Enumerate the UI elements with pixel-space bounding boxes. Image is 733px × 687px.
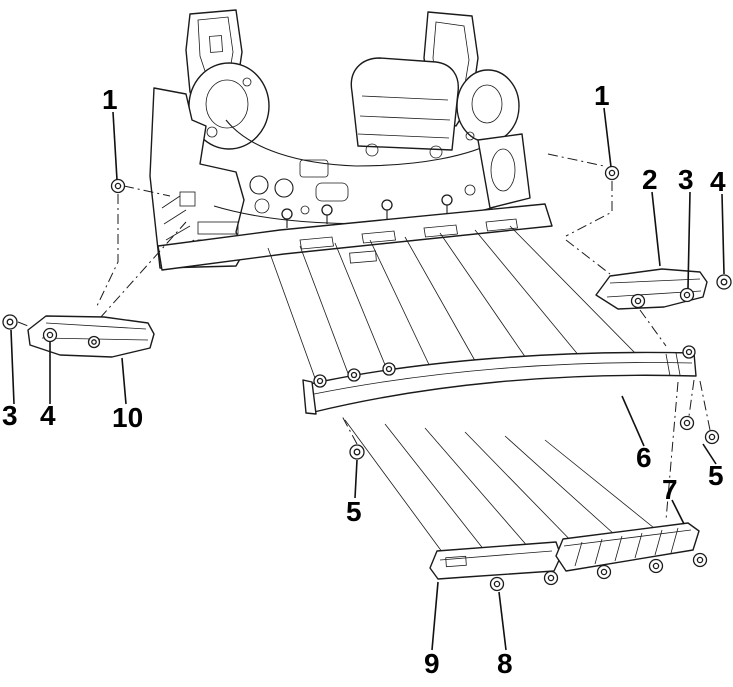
screw-1-right [604, 165, 620, 181]
callout-5-center: 5 [346, 496, 362, 527]
projection-lines [267, 225, 665, 561]
callout-4-left: 4 [40, 400, 56, 431]
callout-10: 10 [112, 402, 144, 433]
screw-4-left [42, 327, 58, 343]
callout-leader-lines [10, 107, 725, 651]
callout-5-right: 5 [708, 460, 724, 491]
assembly-reference-lines [17, 153, 711, 521]
vehicle-rear-structure [149, 9, 553, 271]
cross-member-studs [281, 194, 453, 228]
screw-3-right [630, 287, 695, 309]
callout-1-right: 1 [594, 80, 610, 111]
callout-4-right: 4 [710, 166, 726, 197]
right-mounting-bracket [595, 268, 732, 310]
screws-8-row [489, 552, 708, 592]
screw-5-center [349, 444, 365, 460]
beam-bolts [313, 345, 696, 388]
callout-9: 9 [424, 648, 440, 679]
callout-3-right: 3 [678, 164, 694, 195]
washer-4-right [716, 274, 732, 290]
left-mounting-bracket [2, 314, 155, 358]
callout-1-left: 1 [102, 84, 118, 115]
screws-5-right [679, 415, 720, 445]
callout-3-left: 3 [2, 400, 18, 431]
callout-2: 2 [642, 164, 658, 195]
screw-1-left [110, 178, 126, 194]
callout-6: 6 [636, 442, 652, 473]
bumper-reinforcement-beam [302, 345, 697, 415]
callout-7: 7 [662, 474, 678, 505]
washer-3-left [2, 314, 18, 330]
callout-8: 8 [497, 648, 513, 679]
lower-trim-panels [429, 522, 708, 592]
